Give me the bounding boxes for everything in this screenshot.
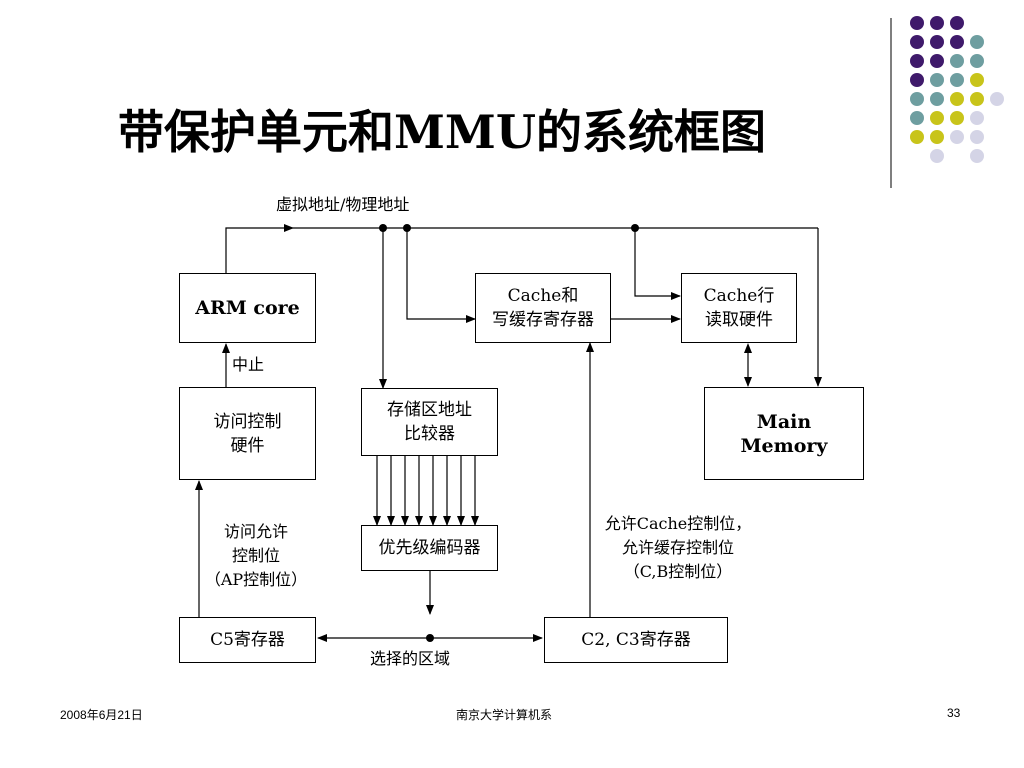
priority-encoder-box: 优先级编码器 [361,525,498,571]
dot-icon [930,130,944,144]
dot-icon [970,130,984,144]
dot-icon [910,35,924,49]
dot-icon [910,54,924,68]
wire-bus-to-linefetch [634,228,681,300]
dot-icon [950,16,964,30]
c2-c3-register-box: C2, C3寄存器 [544,617,728,663]
dot-icon [930,16,944,30]
footer-date: 2008年6月21日 [60,708,143,722]
abort-label: 中止 [232,355,265,374]
dot-icon [970,92,984,106]
slide-title: 带保护单元和MMU的系统框图 [118,105,766,159]
wire-bus-to-cache [406,228,476,323]
dot-icon [950,54,964,68]
dot-icon [950,130,964,144]
dot-icon [930,111,944,125]
dot-icon [970,73,984,87]
dot-icon [950,35,964,49]
dot-icon [910,92,924,106]
ap-permit-label: 访问允许 控制位 （AP控制位） [204,522,308,589]
dot-icon [930,54,944,68]
title-divider [890,18,892,188]
dot-icon [930,73,944,87]
address-bus-label: 虚拟地址/物理地址 [276,195,410,214]
dot-icon [930,92,944,106]
footer-page-number: 33 [947,706,961,720]
dot-icon [910,73,924,87]
dot-icon [970,35,984,49]
dot-icon [930,35,944,49]
dot-icon [950,92,964,106]
region-comparator-box: 存储区地址 比较器 [361,388,498,456]
dot-icon [950,73,964,87]
cache-writebuffer-box: Cache和 写缓存寄存器 [475,273,611,343]
arm-core-box: ARM core [179,273,316,343]
access-control-box: 访问控制 硬件 [179,387,316,480]
dot-icon [910,111,924,125]
dot-icon [970,54,984,68]
dot-icon [910,130,924,144]
main-memory-box: Main Memory [704,387,864,480]
selected-region-label: 选择的区域 [370,649,451,668]
wire-core-to-bus [225,224,294,273]
cache-permit-label: 允许Cache控制位， 允许缓存控制位 （C,B控制位） [604,514,752,581]
dot-icon [970,149,984,163]
dot-icon [950,111,964,125]
dot-icon [970,111,984,125]
cache-linefetch-box: Cache行 读取硬件 [681,273,797,343]
c5-register-box: C5寄存器 [179,617,316,663]
dot-icon [910,16,924,30]
footer-org: 南京大学计算机系 [456,708,553,722]
dot-icon [930,149,944,163]
dot-icon [990,92,1004,106]
